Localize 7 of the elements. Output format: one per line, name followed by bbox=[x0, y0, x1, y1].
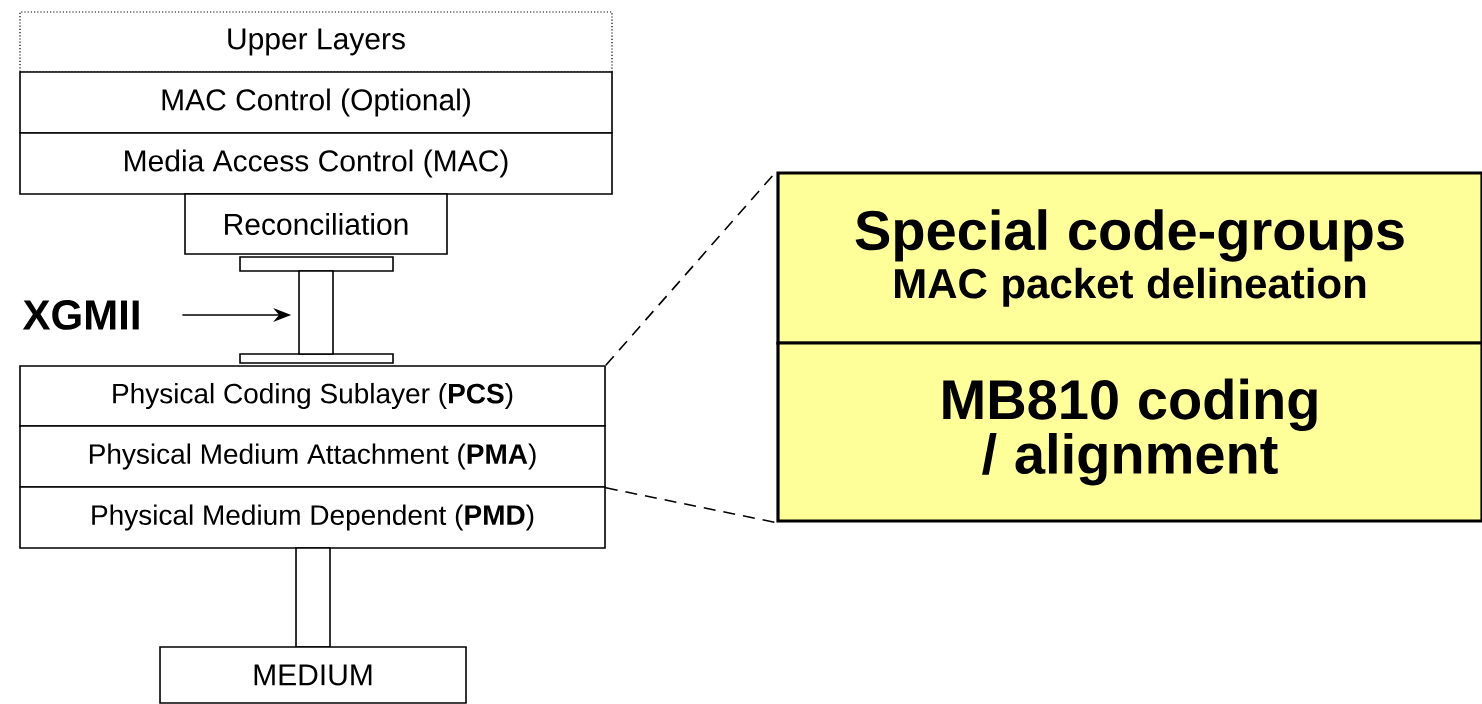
layer-box: Physical Medium Attachment (PMA) bbox=[19, 425, 606, 488]
interface-label: XGMII bbox=[22, 300, 139, 330]
interface-bar bbox=[295, 547, 331, 648]
layer-box: MAC Control (Optional) bbox=[19, 71, 613, 134]
detail-box: MB810 coding / alignment bbox=[776, 341, 1482, 523]
interface-bar-drawing bbox=[239, 256, 394, 364]
detail-box: Special code-groups MAC packet delineation bbox=[776, 171, 1482, 345]
